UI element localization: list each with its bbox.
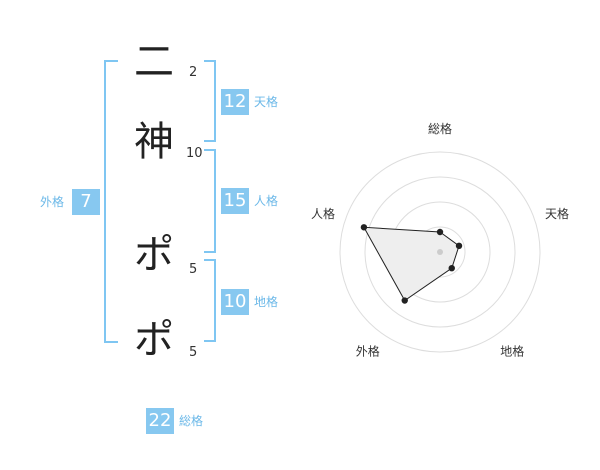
jinkaku-bracket <box>204 149 216 253</box>
soukaku-label: 総格 <box>179 414 204 428</box>
radar-axis-label-0: 総格 <box>428 121 452 136</box>
stroke-count-3: 5 <box>189 262 198 277</box>
tenkaku-value: 12 <box>221 89 249 115</box>
soukaku-value: 22 <box>146 408 174 434</box>
name-char-3: ポ <box>134 232 174 278</box>
radar-center-point <box>437 249 443 255</box>
radar-rings <box>339 151 541 353</box>
radar-axis-label-4: 人格 <box>311 206 335 221</box>
gaikaku-label: 外格 <box>40 195 65 209</box>
chikaku-bracket <box>204 259 216 342</box>
radar-point-0 <box>436 228 444 236</box>
tenkaku-label: 天格 <box>254 95 279 109</box>
stroke-count-1: 2 <box>189 65 198 80</box>
name-char-4: ポ <box>134 317 174 363</box>
name-char-2: 神 <box>134 119 174 165</box>
radar-point-4 <box>360 224 368 231</box>
radar-ring-4 <box>339 151 541 353</box>
radar-point-3 <box>401 297 408 304</box>
radar-point-1 <box>455 242 463 250</box>
tenkaku-bracket <box>204 60 216 142</box>
jinkaku-value: 15 <box>221 188 249 214</box>
radar-ring-3 <box>364 176 516 328</box>
radar-area <box>363 226 460 302</box>
chikaku-value: 10 <box>221 289 249 315</box>
radar-axis-label-2: 地格 <box>500 344 524 359</box>
gaikaku-bracket <box>104 60 118 343</box>
stroke-count-4: 5 <box>189 345 198 360</box>
radar-axis-label-1: 天格 <box>545 206 569 221</box>
name-char-1: 二 <box>134 39 174 85</box>
radar-point-2 <box>448 264 455 272</box>
jinkaku-label: 人格 <box>254 194 279 208</box>
chikaku-label: 地格 <box>254 295 279 309</box>
radar-axis-label-3: 外格 <box>356 344 380 359</box>
radar-points <box>360 224 463 304</box>
stroke-count-2: 10 <box>186 146 203 161</box>
gaikaku-value: 7 <box>72 189 100 215</box>
